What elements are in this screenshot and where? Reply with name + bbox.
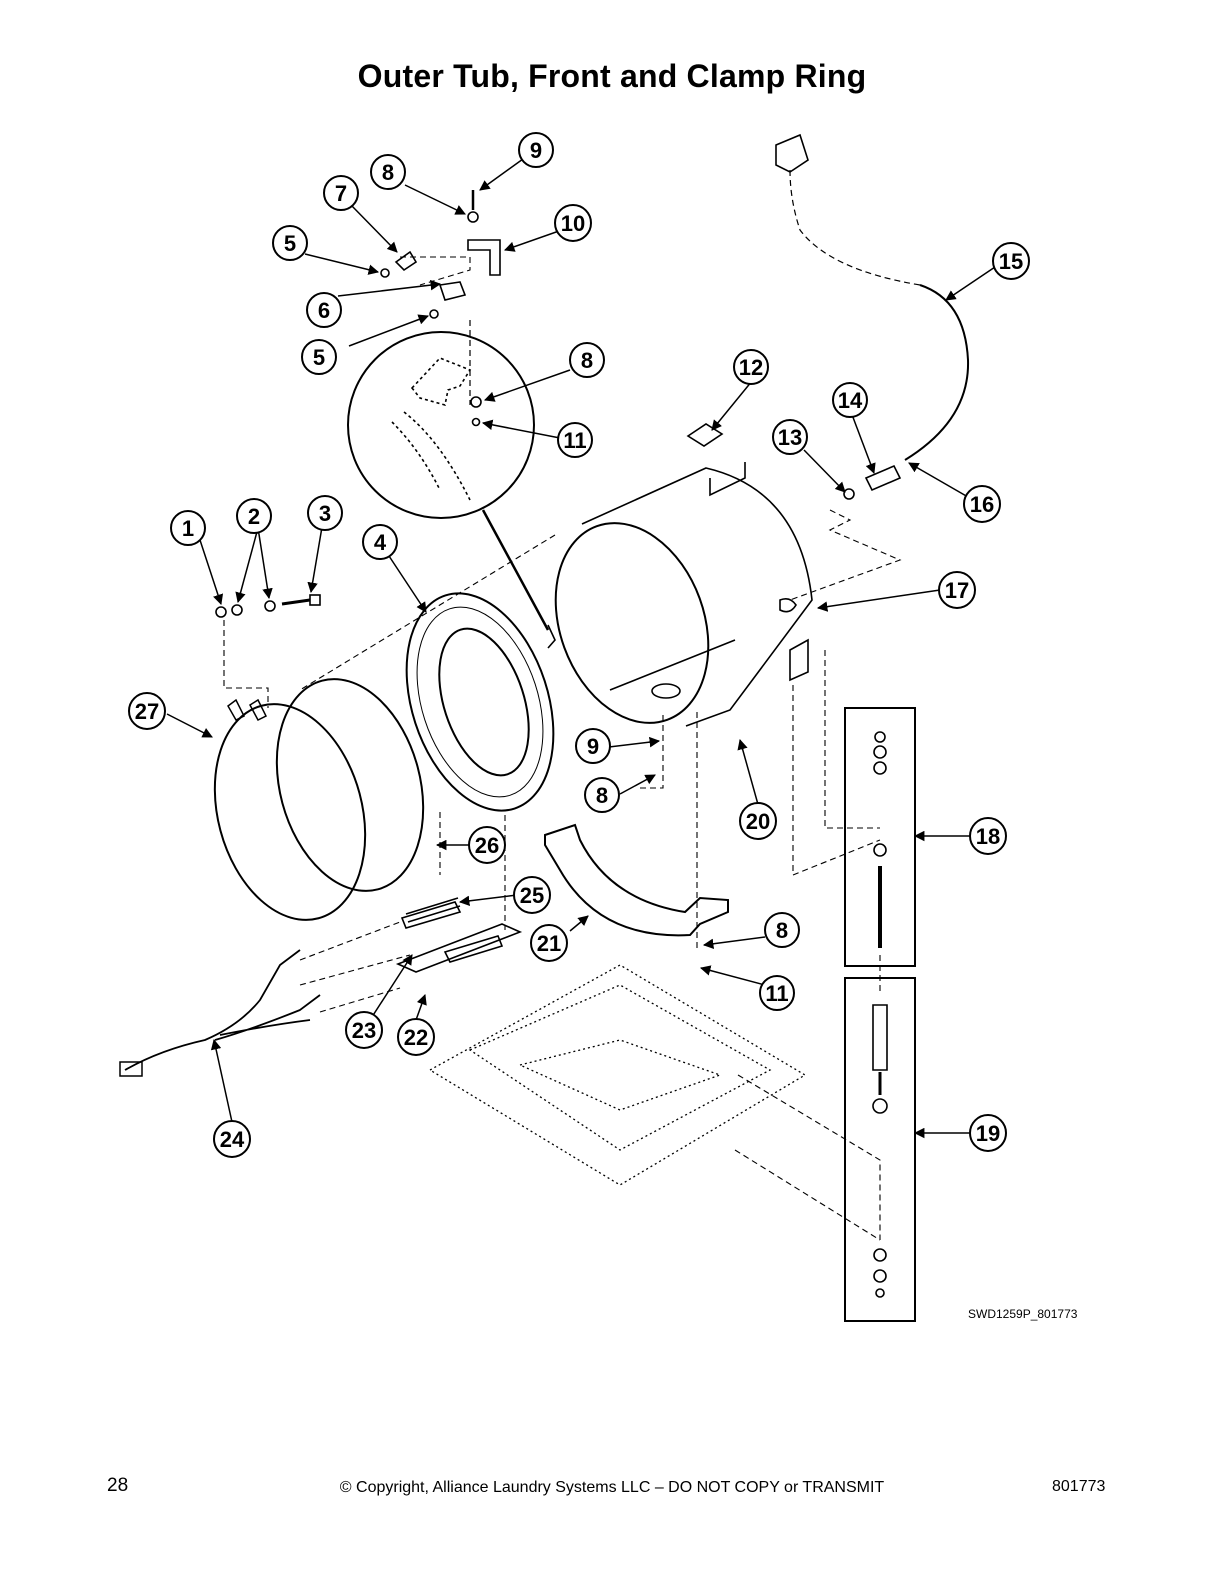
clamp-ring [213,703,367,921]
copyright-notice: © Copyright, Alliance Laundry Systems LL… [339,1479,885,1496]
svg-text:9: 9 [587,734,599,759]
callout-5-upper: 5 [272,225,308,261]
callout-13: 13 [772,419,808,455]
svg-text:3: 3 [319,501,331,526]
svg-text:4: 4 [374,530,387,555]
callout-14: 14 [832,382,868,418]
svg-text:6: 6 [318,298,330,323]
callout-8-top: 8 [370,154,406,190]
svg-text:24: 24 [220,1127,245,1152]
svg-text:8: 8 [596,783,608,808]
heater-element [395,897,523,973]
callout-11-detail: 11 [557,422,593,458]
callout-8-bracket: 8 [764,912,800,948]
callout-8-front: 8 [584,777,620,813]
callout-3: 3 [307,495,343,531]
svg-text:8: 8 [382,160,394,185]
callout-21: 21 [530,924,568,962]
hose-fitting [775,133,809,173]
svg-text:12: 12 [739,355,763,380]
callout-9-front: 9 [575,728,611,764]
outer-tub [547,462,813,727]
callout-19: 19 [969,1114,1007,1152]
svg-text:9: 9 [530,138,542,163]
callout-18: 18 [969,817,1007,855]
callout-1: 1 [170,510,206,546]
callout-6: 6 [306,292,342,328]
callout-24: 24 [213,1120,251,1158]
svg-text:13: 13 [778,425,802,450]
svg-text:2: 2 [248,504,260,529]
wire-harness [124,949,321,1071]
svg-text:26: 26 [475,833,499,858]
svg-text:18: 18 [976,824,1000,849]
svg-text:19: 19 [976,1121,1000,1146]
label-decal [686,423,724,447]
callout-12: 12 [733,349,769,385]
page-title: Outer Tub, Front and Clamp Ring [357,58,867,94]
svg-text:17: 17 [945,578,969,603]
callout-9-top: 9 [518,132,554,168]
svg-text:8: 8 [581,348,593,373]
page-number: 28 [107,1475,129,1496]
callout-8-detail: 8 [569,342,605,378]
svg-text:16: 16 [970,492,994,517]
callout-4: 4 [362,524,398,560]
tub-support-bracket [544,823,729,937]
svg-text:8: 8 [776,918,788,943]
callout-11-bracket: 11 [759,975,795,1011]
figure-id: SWD1259P_801773 [968,1307,1078,1321]
damper-parts [872,731,888,1298]
svg-text:14: 14 [838,388,863,413]
svg-text:5: 5 [284,231,296,256]
pressure-hose [904,284,970,461]
svg-text:20: 20 [746,809,770,834]
callout-7: 7 [323,175,359,211]
svg-text:27: 27 [135,699,159,724]
callout-2: 2 [236,498,272,534]
svg-text:22: 22 [404,1025,428,1050]
base-frame [428,964,807,1186]
callout-20: 20 [739,802,777,840]
front-panel [405,592,555,812]
callout-27: 27 [128,692,166,730]
callout-10: 10 [554,204,592,242]
callout-23: 23 [345,1011,383,1049]
callout-22: 22 [397,1018,435,1056]
svg-text:1: 1 [182,516,194,541]
callout-balloons: 1 2 3 4 5 5 6 7 8 8 8 8 9 9 10 11 11 12 … [128,132,1030,1158]
svg-text:23: 23 [352,1018,376,1043]
svg-text:11: 11 [563,428,586,453]
svg-text:5: 5 [313,345,325,370]
svg-text:10: 10 [561,211,585,236]
svg-text:21: 21 [537,931,561,956]
svg-text:7: 7 [335,181,347,206]
detail-magnifier [347,320,550,631]
callout-16: 16 [963,485,1001,523]
callout-15: 15 [992,242,1030,280]
pressure-sensor [864,464,902,492]
gasket-ring [275,678,425,892]
svg-text:25: 25 [520,883,544,908]
svg-text:15: 15 [999,249,1023,274]
hardware-top [380,190,501,427]
callout-25: 25 [513,876,551,914]
document-number: 801773 [1052,1478,1106,1495]
callout-26: 26 [468,826,506,864]
hardware-clamp-bolt [215,594,321,618]
callout-5-lower: 5 [301,339,337,375]
callout-17: 17 [938,571,976,609]
svg-text:11: 11 [765,981,788,1006]
